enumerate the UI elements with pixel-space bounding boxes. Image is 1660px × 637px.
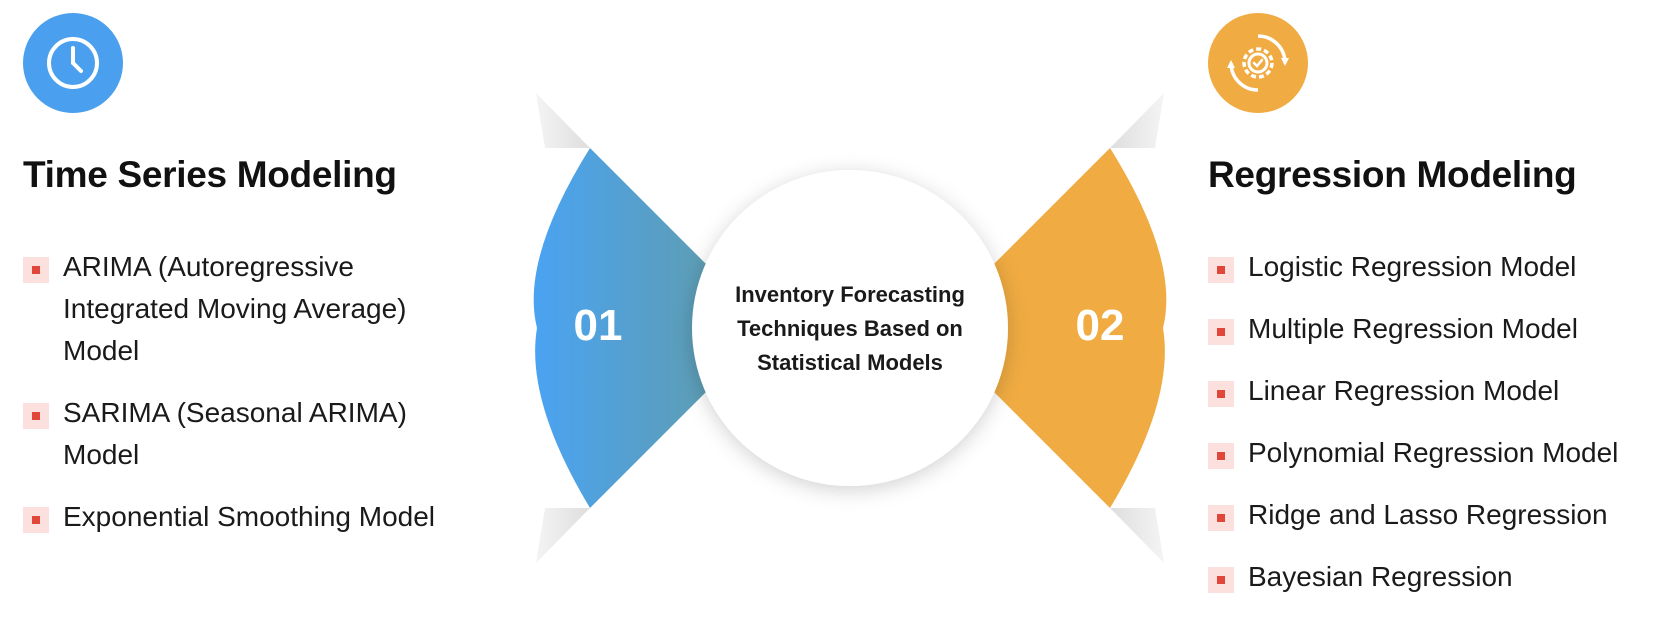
bullet-icon [1208,319,1234,345]
list-item: ARIMA (Autoregressive Integrated Moving … [23,246,483,372]
gear-cycle-icon [1227,34,1289,92]
list-item-label: Linear Regression Model [1248,375,1560,406]
right-technique-list: Logistic Regression Model Multiple Regre… [1208,246,1658,618]
bullet-icon [1208,567,1234,593]
center-circle [692,170,1008,486]
list-item-label: Ridge and Lasso Regression [1248,499,1608,530]
clock-icon [47,37,99,89]
list-item-label: Exponential Smoothing Model [63,501,436,532]
list-item: Multiple Regression Model [1208,308,1658,350]
left-heading: Time Series Modeling [23,154,397,195]
bullet-icon [1208,381,1234,407]
left-number: 01 [573,301,623,350]
bullet-icon [1208,505,1234,531]
list-item-label: Bayesian Regression [1248,561,1513,592]
left-technique-list: ARIMA (Autoregressive Integrated Moving … [23,246,483,558]
list-item-label: ARIMA (Autoregressive Integrated Moving … [63,251,407,366]
list-item-label: Polynomial Regression Model [1248,437,1619,468]
list-item-label: Multiple Regression Model [1248,313,1578,344]
list-item-label: SARIMA (Seasonal ARIMA) Model [63,397,407,470]
clock-icon-badge [23,13,123,113]
list-item: Polynomial Regression Model [1208,432,1658,474]
right-number: 02 [1075,301,1125,350]
right-heading: Regression Modeling [1208,154,1577,195]
list-item: Exponential Smoothing Model [23,496,483,538]
left-wing-bottom [536,508,590,563]
list-item: Bayesian Regression [1208,556,1658,598]
right-wing-bottom [1110,508,1164,563]
right-wing-top [1110,93,1164,148]
bullet-icon [23,507,49,533]
list-item: Ridge and Lasso Regression [1208,494,1658,536]
bullet-icon [23,403,49,429]
right-petal [990,148,1167,508]
bullet-icon [23,257,49,283]
gear-cycle-icon-badge [1208,13,1308,113]
bullet-icon [1208,257,1234,283]
left-petal [533,148,710,508]
bullet-icon [1208,443,1234,469]
list-item: Logistic Regression Model [1208,246,1658,288]
left-wing-top [536,93,590,148]
center-title: Inventory Forecasting Techniques Based o… [735,282,965,375]
list-item-label: Logistic Regression Model [1248,251,1577,282]
list-item: SARIMA (Seasonal ARIMA) Model [23,392,483,476]
list-item: Linear Regression Model [1208,370,1658,412]
